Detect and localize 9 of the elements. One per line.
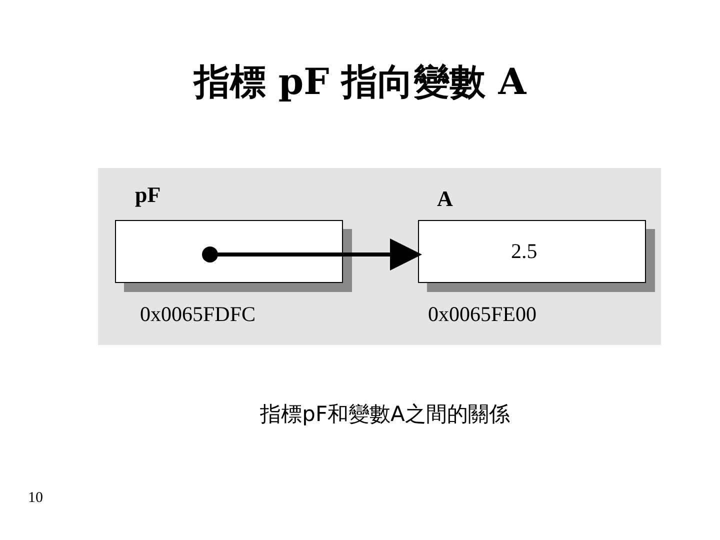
cell-value: 2.5: [511, 239, 538, 264]
variable-name: A: [437, 186, 453, 212]
pointer-arrow: [202, 238, 422, 270]
title: 指標 pF 指向變數 A: [192, 60, 528, 105]
memory-address: 0x0065FDFC: [140, 302, 256, 327]
variable-name: pF: [135, 182, 161, 208]
caption: 指標pF和變數A之間的關係: [259, 401, 511, 428]
page-number: 10: [28, 490, 43, 507]
memory-address: 0x0065FE00: [428, 302, 537, 327]
